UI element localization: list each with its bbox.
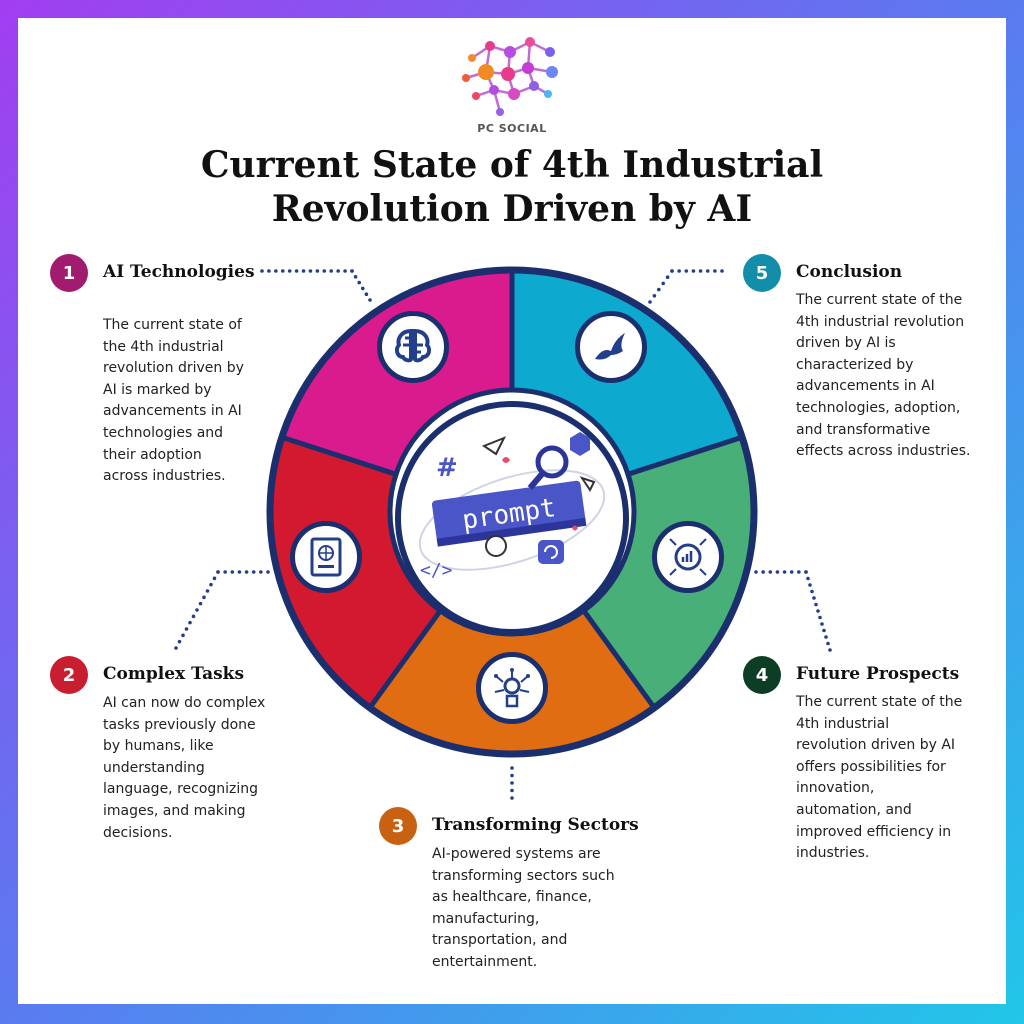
body-line: 4th industrial (796, 715, 890, 732)
body-line: The current state of the (796, 292, 963, 308)
network-bug-icon (494, 668, 530, 708)
passport-book-icon (310, 537, 342, 577)
brain-circuit-icon (394, 328, 432, 363)
body-line: and transformative (796, 421, 931, 438)
body-line: AI-powered systems are (432, 846, 601, 862)
dragon-icon (595, 333, 625, 360)
title-line-1: Current State of 4th Industrial (200, 144, 824, 186)
section-3-body: AI-powered systems are transforming secto… (432, 844, 615, 974)
body-line: technologies, adoption, (796, 399, 961, 416)
body-line: advancements in AI (796, 378, 935, 395)
body-line: their adoption (103, 446, 202, 463)
title-line-2: Revolution Driven by AI (271, 188, 753, 230)
section-2-number: 2 (50, 656, 88, 694)
body-line: offers possibilities for (796, 758, 946, 775)
body-line: industries. (796, 845, 870, 862)
body-line: driven by AI is (796, 335, 896, 352)
body-line: advancements in AI (103, 403, 242, 420)
pc-social-logo (462, 37, 558, 116)
finance-chart-badge (652, 521, 724, 593)
body-line: entertainment. (432, 953, 538, 970)
section-1-body: The current state of the 4th industrial re… (103, 315, 244, 488)
body-line: across industries. (103, 468, 226, 485)
section-4-number: 4 (743, 656, 781, 694)
body-line: The current state of the (796, 694, 963, 710)
section-1-number: 1 (50, 254, 88, 292)
body-line: AI is marked by (103, 381, 212, 398)
body-line: manufacturing, (432, 910, 540, 927)
body-line: The current state of (103, 317, 242, 333)
body-line: improved efficiency in (796, 823, 952, 840)
body-line: images, and making (103, 802, 246, 819)
section-5-number: 5 (743, 254, 781, 292)
dragon-badge (575, 311, 647, 383)
body-line: AI can now do complex (103, 695, 266, 711)
body-line: decisions. (103, 824, 173, 841)
body-line: 4th industrial revolution (796, 313, 965, 330)
section-2-heading: Complex Tasks (103, 664, 245, 684)
brand-name: PC SOCIAL (477, 122, 547, 135)
passport-book-badge (290, 521, 362, 593)
body-line: effects across industries. (796, 443, 971, 460)
body-line: characterized by (796, 356, 914, 373)
body-line: innovation, (796, 780, 875, 797)
brain-circuit-badge (377, 311, 449, 383)
body-line: language, recognizing (103, 781, 259, 798)
section-5-heading: Conclusion (796, 262, 903, 282)
section-3-heading: Transforming Sectors (432, 815, 639, 835)
body-line: tasks previously done (103, 716, 256, 733)
body-line: the 4th industrial (103, 338, 224, 355)
svg-text:#: # (436, 453, 458, 483)
section-5-body: The current state of the 4th industrial r… (796, 290, 970, 463)
body-line: by humans, like (103, 738, 214, 755)
page-title: Current State of 4th Industrial Revoluti… (120, 143, 904, 231)
section-4-heading: Future Prospects (796, 664, 960, 684)
body-line: transportation, and (432, 932, 568, 949)
section-4-body: The current state of the 4th industrial re… (796, 692, 962, 865)
body-line: technologies and (103, 424, 224, 441)
section-2-body: AI can now do complex tasks previously do… (103, 693, 265, 844)
section-1-heading: AI Technologies (103, 262, 255, 282)
body-line: automation, and (796, 801, 912, 818)
finance-chart-icon (669, 538, 707, 576)
body-line: transforming sectors such (432, 867, 615, 884)
body-line: revolution driven by AI (796, 737, 956, 754)
network-bug-badge (476, 652, 548, 724)
body-line: as healthcare, finance, (432, 889, 592, 906)
body-line: understanding (103, 759, 205, 776)
center-prompt-illustration: prompt # </> (395, 401, 629, 635)
svg-text:</>: </> (420, 560, 453, 581)
section-3-number: 3 (379, 807, 417, 845)
body-line: revolution driven by (103, 360, 244, 377)
